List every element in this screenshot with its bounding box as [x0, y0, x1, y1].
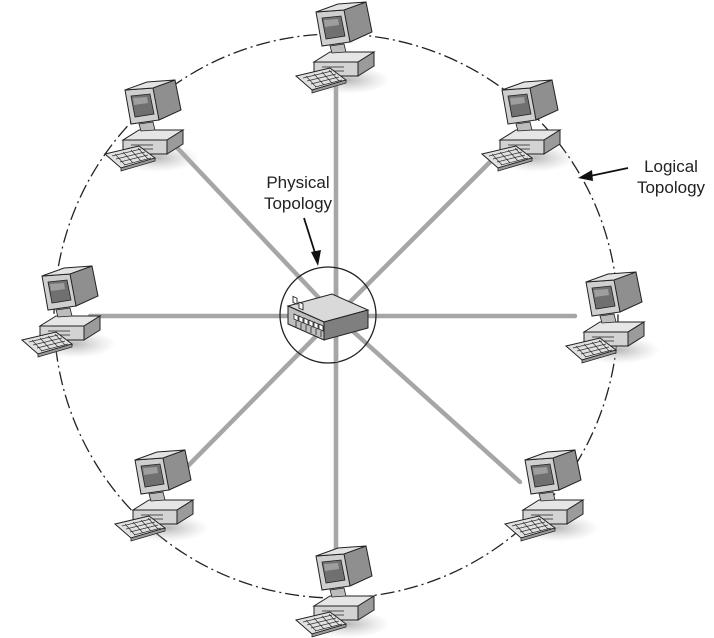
desktop-computer-icon: [21, 265, 117, 359]
link-top-left: [165, 135, 339, 319]
desktop-computer-icon: [295, 1, 391, 95]
physical-topology-circle: [279, 266, 377, 364]
logical-label-line1: Logical: [644, 157, 698, 176]
logical-topology-label: Logical Topology: [628, 156, 714, 198]
desktop-computer-icon: [565, 271, 661, 365]
desktop-computer-icon: [481, 79, 577, 173]
physical-label-line2: Topology: [263, 194, 333, 213]
arrow-icon: [578, 167, 629, 181]
desktop-computer-icon: [104, 79, 200, 173]
physical-topology-label: Physical Topology: [248, 172, 348, 214]
link-bottom-left: [175, 313, 339, 479]
link-top-right: [333, 149, 503, 319]
logical-label-line2: Topology: [636, 178, 706, 197]
arrow-icon: [303, 217, 321, 266]
physical-label-line1: Physical: [266, 173, 330, 192]
desktop-computer-icon: [295, 545, 391, 638]
desktop-computer-icon: [504, 449, 600, 543]
network-hub-icon: [286, 293, 370, 341]
desktop-computer-icon: [114, 449, 210, 543]
